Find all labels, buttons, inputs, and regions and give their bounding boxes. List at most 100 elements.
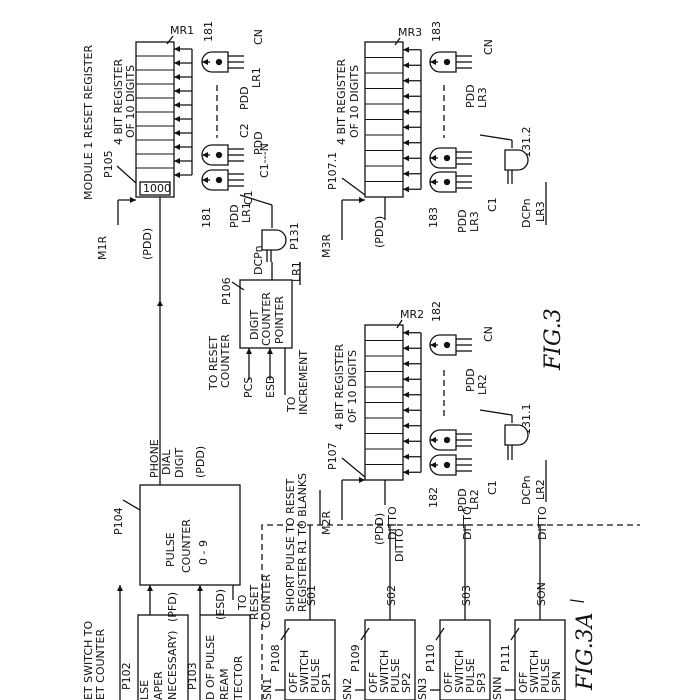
mr2-input-arrow bbox=[403, 407, 409, 414]
off-switch-pin-leader bbox=[435, 627, 445, 641]
off-switch-side: SN1 bbox=[261, 678, 274, 700]
p104-line2: COUNTER bbox=[180, 519, 193, 573]
register-mr2-pin: P107 bbox=[326, 442, 339, 470]
p104-pdd: (PDD) bbox=[194, 446, 207, 478]
mr1-input-arrow bbox=[174, 46, 180, 52]
mr1-input-arrow bbox=[174, 102, 180, 108]
mr3-input-arrow bbox=[403, 108, 409, 115]
mr1-gate-181-top: 181 bbox=[202, 21, 215, 42]
mr2-signal-dcpn: DCPn bbox=[520, 475, 533, 505]
p102-pin: P102 bbox=[120, 662, 133, 690]
gate-p131-dcpn: DCPn bbox=[252, 245, 265, 275]
gate-p131-label: P131 bbox=[288, 222, 301, 250]
mr3-gate-bottom-dot bbox=[443, 178, 451, 186]
off-switch-side: SN2 bbox=[341, 678, 354, 700]
mr2-input-arrow bbox=[403, 376, 409, 383]
register-mr1-input: M1R bbox=[96, 236, 109, 260]
mr1-gate-bottom-dot bbox=[215, 176, 223, 184]
mr2-gate-mid bbox=[429, 429, 457, 451]
short-pulse-line1: SHORT PULSE TO RESET bbox=[284, 478, 297, 612]
mr3-gate-183-bottom: 183 bbox=[427, 207, 440, 228]
module1-reset-register-heading: MODULE 1 RESET REGISTER bbox=[82, 45, 95, 200]
p104-digit: DIGIT bbox=[173, 448, 186, 478]
off-switch-side: SN3 bbox=[416, 678, 429, 700]
fig3a-label: FIG.3A bbox=[573, 612, 598, 691]
mr1-input-arrow bbox=[174, 116, 180, 122]
off-switch-text: SWITCH bbox=[528, 650, 541, 693]
mr1-input-arrow bbox=[174, 130, 180, 136]
register-mr1-gates bbox=[201, 51, 244, 191]
off-switch-ditto: DITTO bbox=[536, 506, 549, 540]
p106-to-reset-2: COUNTER bbox=[219, 334, 232, 388]
mr3-gate-mid-dot bbox=[443, 154, 451, 162]
mr3-gate-bottom-out-arrow bbox=[430, 179, 436, 185]
off-switch-pin: P108 bbox=[269, 644, 282, 672]
off-switch-output: S03 bbox=[460, 585, 473, 606]
mr1-gate-181-bottom: 181 bbox=[200, 207, 213, 228]
mr3-input-arrow bbox=[403, 62, 409, 69]
mr2-signal-cn: CN bbox=[482, 326, 495, 342]
off-switch-pin-leader bbox=[510, 627, 520, 641]
p106-line3: POINTER bbox=[273, 296, 286, 344]
off-switch-text: OFF bbox=[367, 672, 380, 693]
off-switch-text: OFF bbox=[287, 672, 300, 693]
off-switch-ditto: DITTO bbox=[461, 506, 474, 540]
mr3-signal-dcpn: DCPn bbox=[520, 198, 533, 228]
mr3-input-arrow bbox=[403, 77, 409, 84]
mr1-input-arrow bbox=[174, 88, 180, 94]
box-p102: P102 LSE APER NECESSARY) bbox=[120, 614, 189, 700]
mr2-input-arrow bbox=[403, 469, 409, 476]
mr2-gate-mid-dot bbox=[443, 436, 451, 444]
mr3-signal-pdd-top: PDD bbox=[464, 84, 477, 108]
mr2-gate-182-bottom: 182 bbox=[427, 487, 440, 508]
p103-l2: REAM bbox=[218, 668, 231, 700]
off-switch-text: PULSE bbox=[539, 658, 552, 693]
p104-to: TO bbox=[236, 594, 249, 611]
fig3-label: FIG.3 bbox=[541, 308, 566, 371]
box-p103: P103 D OF PULSE REAM TECTOR bbox=[186, 614, 251, 700]
off-switch-output: S01 bbox=[305, 585, 318, 606]
register-mr2-input: M2R bbox=[320, 511, 333, 535]
p104-esd: (ESD) bbox=[214, 589, 227, 620]
mr3-gate-top bbox=[429, 51, 457, 73]
register-mr3: MR3 4 BIT REGISTER OF 10 DIGITS P107.1 M… bbox=[320, 26, 422, 258]
register-mr1-pin: P105 bbox=[102, 150, 115, 178]
register-mr2: MR2 4 BIT REGISTER OF 10 DIGITS P107 M2R… bbox=[320, 308, 424, 545]
p106-pcs: PCS bbox=[242, 377, 255, 398]
left-switch-to-2: ET COUNTER bbox=[94, 629, 107, 700]
register-mr1-pdd: (PDD) bbox=[141, 228, 154, 260]
off-switch-text: OFF bbox=[442, 672, 455, 693]
off-switch-text: PULSE bbox=[309, 658, 322, 693]
off-switch-text: SWITCH bbox=[378, 650, 391, 693]
p104-phone: PHONE bbox=[148, 439, 161, 478]
register-mr1-ref: MR1 bbox=[170, 24, 194, 37]
p102-l3: NECESSARY) bbox=[166, 631, 179, 700]
p104-reset: RESET bbox=[248, 584, 261, 620]
mr2-gate-182-top: 182 bbox=[430, 301, 443, 322]
mr1-gate-mid-dot bbox=[215, 151, 223, 159]
mr1-signal-lr1-bottom: LR1 bbox=[240, 202, 253, 223]
off-switch-text: PULSE bbox=[464, 658, 477, 693]
mr2-gate-top-dot bbox=[443, 341, 451, 349]
off-switch-text: SPN bbox=[550, 671, 563, 693]
off-switch-text: SP1 bbox=[320, 672, 333, 693]
mr1-gate-top-dot bbox=[215, 58, 223, 66]
gate-131-1 bbox=[479, 409, 529, 460]
mr2-input-arrow bbox=[403, 422, 409, 429]
mr3-input-arrow bbox=[403, 124, 409, 131]
off-switch-text: SWITCH bbox=[453, 650, 466, 693]
mr1-gate-mid bbox=[201, 144, 229, 166]
off-switch-text: SP2 bbox=[400, 672, 413, 693]
register-mr3-title-2: OF 10 DIGITS bbox=[348, 65, 361, 138]
register-mr3-pin: P107.1 bbox=[326, 152, 339, 190]
register-mr3-ref: MR3 bbox=[398, 26, 422, 39]
digit-counter-pointer-p106: P106 DIGIT COUNTER POINTER bbox=[220, 262, 293, 395]
short-pulse-line2: REGISTER R1 TO BLANKS bbox=[296, 473, 309, 612]
mr1-input-arrow bbox=[174, 74, 180, 80]
mr2-gate-top-out-arrow bbox=[430, 342, 436, 348]
mr1-signal-c2: C2 bbox=[238, 123, 251, 138]
mr2-input-arrow bbox=[403, 438, 409, 445]
register-mr1-title-1: 4 BIT REGISTER bbox=[112, 58, 125, 145]
